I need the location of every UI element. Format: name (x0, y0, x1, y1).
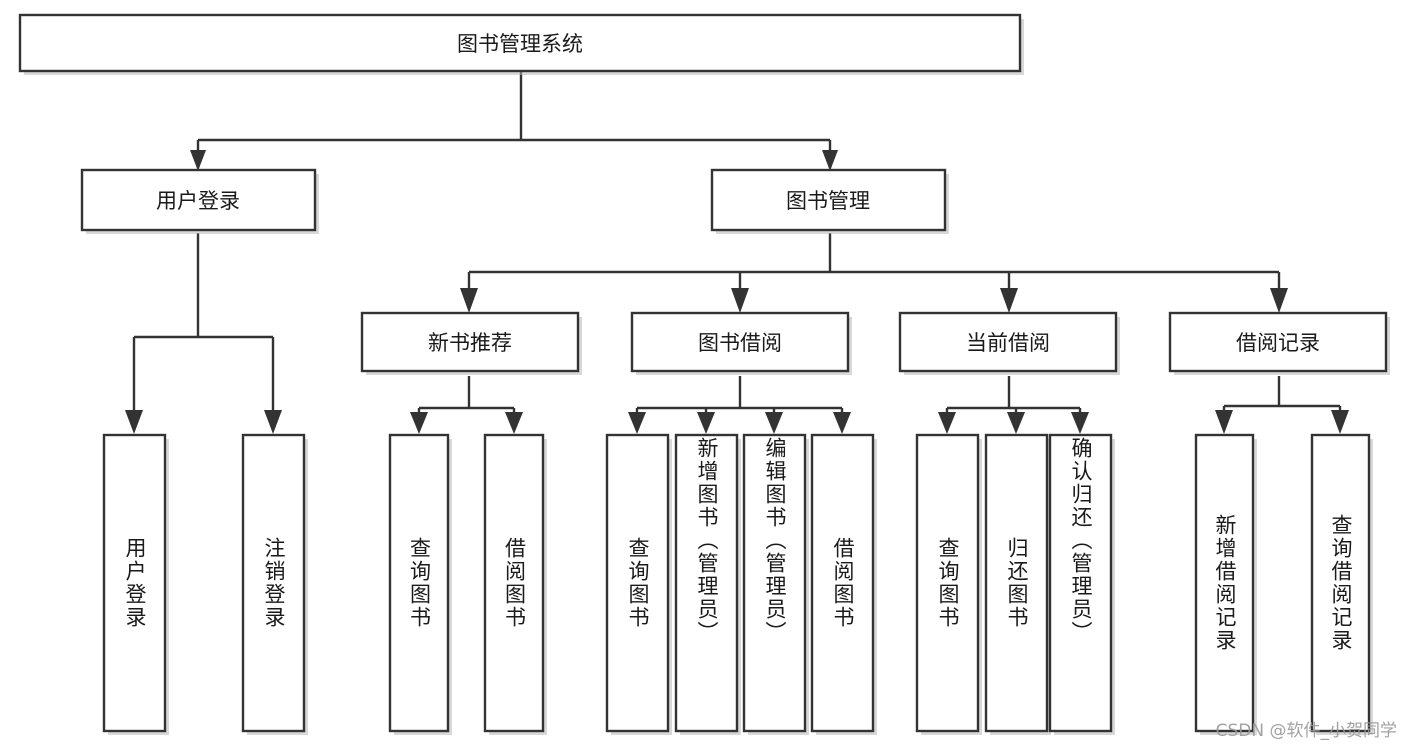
leaf-node-bb-borrow[interactable] (810, 433, 877, 735)
arrow-head-user-login (190, 150, 206, 171)
borrow-record-label: 借阅记录 (1236, 331, 1320, 355)
arrow-head-book-manage (822, 150, 838, 171)
leaf-br-add-box[interactable] (1194, 433, 1255, 733)
leaf-bb-add-box[interactable] (674, 433, 739, 733)
root-label: 图书管理系统 (457, 32, 583, 56)
leaf-node-bb-query[interactable] (605, 433, 672, 735)
node-book-borrow[interactable]: 图书借阅 (630, 311, 852, 375)
node-user-login[interactable]: 用户登录 (80, 168, 319, 234)
leaf-bb-edit-box[interactable] (742, 433, 807, 733)
user-login-box[interactable] (80, 168, 317, 232)
leaf-cb-return-box[interactable] (984, 433, 1049, 733)
arrow-head-leaf-user-login (125, 410, 143, 434)
user-login-label: 用户登录 (156, 189, 240, 213)
book-manage-label: 图书管理 (786, 189, 870, 213)
node-borrow-record[interactable]: 借阅记录 (1168, 311, 1390, 375)
leaf-node-cb-query[interactable] (915, 433, 982, 735)
leaf-node-bb-edit[interactable] (742, 433, 809, 735)
node-new-book-recommend[interactable]: 新书推荐 (360, 311, 582, 375)
leaf-node-newbook-borrow[interactable] (483, 433, 547, 735)
arrow-head-currentborrow-leaf-3 (1071, 412, 1089, 434)
leaf-node-cb-confirm[interactable] (1048, 433, 1115, 735)
arrow-head-book-borrow (731, 288, 749, 313)
arrow-head-bookborrow-leaf-3 (765, 412, 783, 434)
book-borrow-label: 图书借阅 (698, 331, 782, 355)
leaf-newbook-borrow-box[interactable] (483, 433, 545, 733)
leaf-node-user-login[interactable] (102, 433, 169, 735)
borrow-record-box[interactable] (1168, 311, 1388, 373)
arrow-head-new-book (460, 288, 478, 313)
arrow-head-newbook-leaf-2 (505, 412, 523, 434)
arrow-head-currentborrow-leaf-1 (938, 412, 956, 434)
connector-group (125, 72, 1349, 434)
leaf-node-cb-return[interactable] (984, 433, 1051, 735)
arrow-head-currentborrow-leaf-2 (1007, 412, 1025, 434)
leaf-node-logout[interactable] (241, 433, 308, 735)
arrow-head-bookborrow-leaf-1 (628, 412, 646, 434)
leaf-logout-box[interactable] (241, 433, 306, 733)
book-borrow-box[interactable] (630, 311, 850, 373)
leaf-br-query-box[interactable] (1310, 433, 1371, 733)
arrow-head-newbook-leaf-1 (410, 412, 428, 434)
arrow-head-borrowrecord-leaf-2 (1331, 410, 1349, 434)
leaf-user-login-box[interactable] (102, 433, 167, 733)
leaf-bb-query-box[interactable] (605, 433, 670, 733)
leaf-cb-confirm-box[interactable] (1048, 433, 1113, 733)
leaf-cb-query-box[interactable] (915, 433, 980, 733)
node-root[interactable]: 图书管理系统 (18, 13, 1024, 75)
arrow-head-bookborrow-leaf-2 (697, 412, 715, 434)
arrow-head-borrowrecord-leaf-1 (1215, 410, 1233, 434)
arrow-head-leaf-logout (264, 410, 282, 434)
leaf-newbook-query-box[interactable] (388, 433, 450, 733)
node-current-borrow[interactable]: 当前借阅 (898, 311, 1120, 375)
new-book-recommend-label: 新书推荐 (428, 331, 512, 355)
leaf-node-newbook-query[interactable] (388, 433, 452, 735)
new-book-recommend-box[interactable] (360, 311, 580, 373)
leaf-bb-borrow-box[interactable] (810, 433, 875, 733)
current-borrow-box[interactable] (898, 311, 1118, 373)
leaf-node-bb-add[interactable] (674, 433, 741, 735)
node-book-manage[interactable]: 图书管理 (710, 168, 949, 234)
book-manage-box[interactable] (710, 168, 947, 232)
leaf-node-br-query[interactable] (1310, 433, 1373, 735)
current-borrow-label: 当前借阅 (966, 331, 1050, 355)
arrow-head-current-borrow (1000, 288, 1018, 313)
root-box[interactable] (18, 13, 1022, 73)
arrow-head-bookborrow-leaf-4 (833, 412, 851, 434)
leaf-node-br-add[interactable] (1194, 433, 1257, 735)
arrow-head-borrow-record (1270, 288, 1288, 313)
